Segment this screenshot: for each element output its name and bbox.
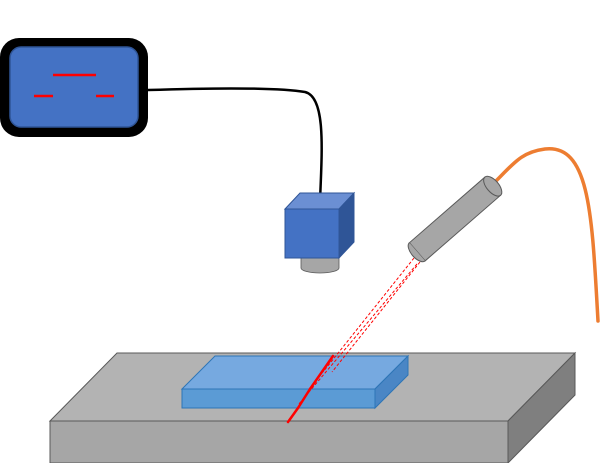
laser-beam-ray [331,261,421,373]
laser-head-aperture [407,242,426,263]
laser-head-body [408,176,502,262]
laser-line-on-sample [296,387,312,410]
laser-beam [286,257,421,424]
laser-line-on-stage [286,406,300,424]
camera-cable [146,87,323,203]
stage-front [49,420,509,463]
camera-lens [300,255,340,274]
laser-head-icon [407,175,503,263]
sample-top [180,355,410,390]
laser-beam-ray [322,257,415,373]
monitor-screen [9,46,139,128]
laser-head-cap [483,175,503,197]
laser-line-on-sample [308,354,335,391]
laser-beam-ray [297,263,418,406]
sample-front [181,388,376,409]
optical-fiber [492,147,600,323]
sample-slab [180,354,410,410]
monitor-icon [0,38,148,137]
camera-icon [283,191,356,274]
camera-front [284,208,340,259]
